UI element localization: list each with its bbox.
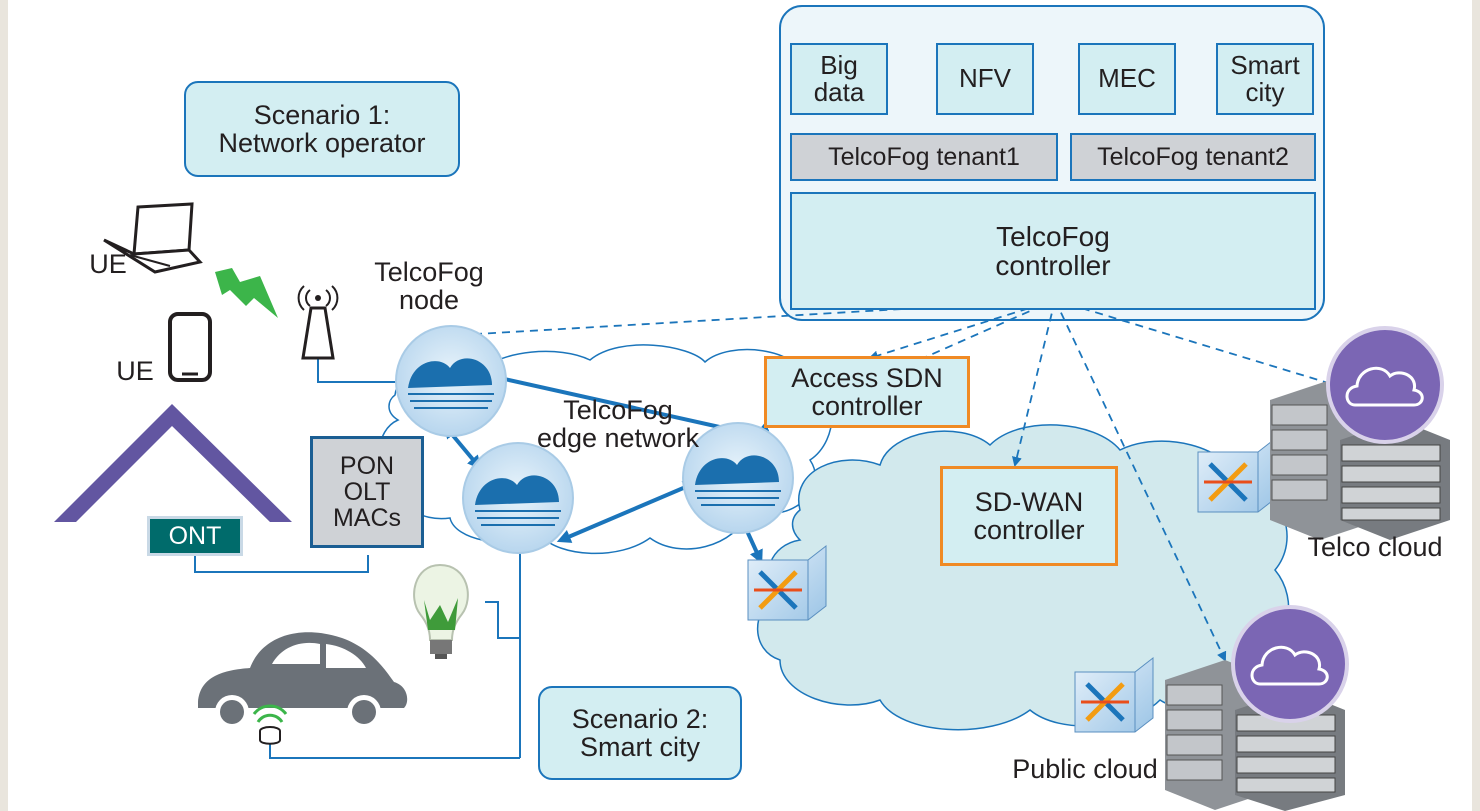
app-nfv: NFV [936,43,1034,115]
edge-network-label: TelcoFog edge network [536,395,700,454]
tenant-1-box: TelcoFog tenant1 [790,133,1058,181]
access-sdn-controller-box: Access SDN controller [764,356,970,428]
phone-icon [168,312,212,382]
fog-node-1 [395,325,507,437]
pon-olt-box: PON OLT MACs [310,436,424,548]
antenna-icon [297,285,339,360]
scenario-1-box: Scenario 1: Network operator [184,81,460,177]
tenant-2-box: TelcoFog tenant2 [1070,133,1316,181]
sensor-icon [252,704,288,745]
ue-phone-label: UE [116,356,154,386]
telco-cloud-label: Telco cloud [1307,532,1443,562]
scenario-2-box: Scenario 2: Smart city [538,686,742,780]
cloud-icon [1326,326,1444,444]
light-bulb-icon [413,563,469,659]
telco-cloud-servers [1270,326,1450,540]
telcofog-controller-box: TelcoFog controller [790,192,1316,310]
house-icon [54,404,292,522]
sdwan-controller-box: SD-WAN controller [940,466,1118,566]
wireless-link-icon [215,268,278,318]
public-cloud-servers [1165,605,1349,811]
fog-node-3 [682,422,794,534]
app-big-data: Big data [790,43,888,115]
app-smart-city: Smart city [1216,43,1314,115]
fog-node-label: TelcoFog node [374,257,484,316]
sdn-switch-icon [1074,656,1154,733]
sdn-switch-icon [1197,436,1277,513]
sdn-switch-icon [747,544,827,621]
public-cloud-label: Public cloud [1012,754,1158,784]
ont-box: ONT [147,516,243,556]
fog-node-2 [462,442,574,554]
app-mec: MEC [1078,43,1176,115]
car-icon [198,632,408,729]
ue-laptop-label: UE [89,249,127,279]
laptop-icon [103,202,203,274]
cloud-icon [1231,605,1349,723]
